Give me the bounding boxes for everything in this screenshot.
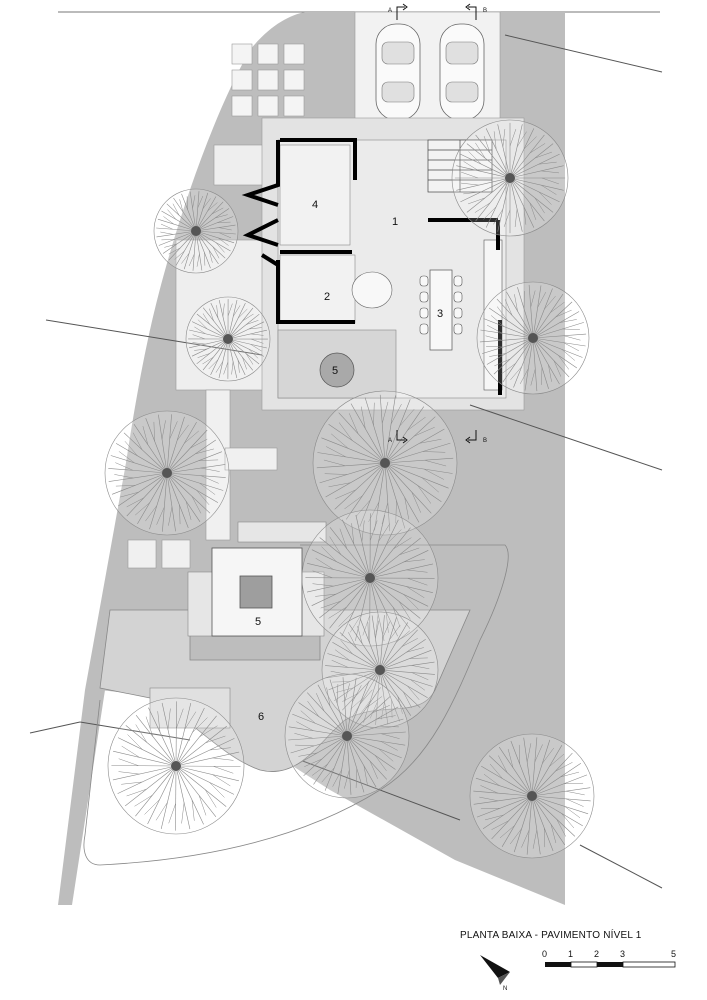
room-label-5-bottom: 5 (255, 616, 261, 628)
svg-text:A: A (388, 8, 392, 14)
car-right (439, 23, 485, 121)
room-2-area (279, 254, 356, 324)
lot-area-left (58, 330, 150, 905)
room-label-6: 6 (258, 711, 264, 723)
tree (321, 611, 439, 729)
walkway (127, 389, 278, 569)
scale-label-2: 2 (594, 949, 599, 959)
section-marker-b-top: B (465, 3, 487, 20)
tree (153, 188, 239, 274)
svg-text:B: B (483, 438, 487, 444)
scale-label-0: 0 (542, 949, 547, 959)
scale-label-1: 1 (568, 949, 573, 959)
svg-text:N: N (503, 986, 507, 992)
walls (241, 138, 502, 395)
tree (476, 281, 590, 395)
section-marker-a-bottom: A (388, 430, 408, 444)
room-label-1: 1 (392, 216, 398, 228)
room-label-5-top: 5 (332, 365, 338, 377)
tree (185, 296, 271, 382)
section-marker-b-bottom: B (465, 430, 487, 444)
plan-title: PLANTA BAIXA - PAVIMENTO NÍVEL 1 (460, 928, 642, 941)
room-label-4: 4 (312, 199, 318, 211)
room-label-3: 3 (437, 308, 443, 320)
tree (451, 119, 569, 237)
section-marker-a-top: A (388, 3, 408, 20)
scale-label-3: 3 (620, 949, 625, 959)
tree (104, 410, 230, 536)
room-label-2: 2 (324, 291, 330, 303)
side-deck-lower (175, 239, 275, 391)
tree (312, 390, 458, 536)
scale-label-5: 5 (671, 949, 676, 959)
svg-text:A: A (388, 438, 392, 444)
lawn-outline (83, 544, 509, 866)
car-left (375, 23, 421, 121)
stepping-stones-top (231, 43, 305, 117)
bench (237, 521, 327, 543)
kitchen-counter (483, 239, 503, 391)
svg-text:B: B (483, 8, 487, 14)
tree (284, 673, 410, 799)
north-arrow: N (480, 955, 510, 992)
sofa (351, 271, 393, 309)
tree (469, 733, 595, 859)
trees (104, 119, 595, 859)
tree (107, 697, 245, 835)
round-table (319, 352, 355, 388)
tree (301, 509, 439, 647)
lawn-area (99, 609, 471, 772)
planter (239, 575, 273, 609)
room-4-area (279, 144, 351, 246)
dining-table (419, 269, 463, 351)
scale-bar: 0 1 2 3 5 (542, 949, 676, 968)
